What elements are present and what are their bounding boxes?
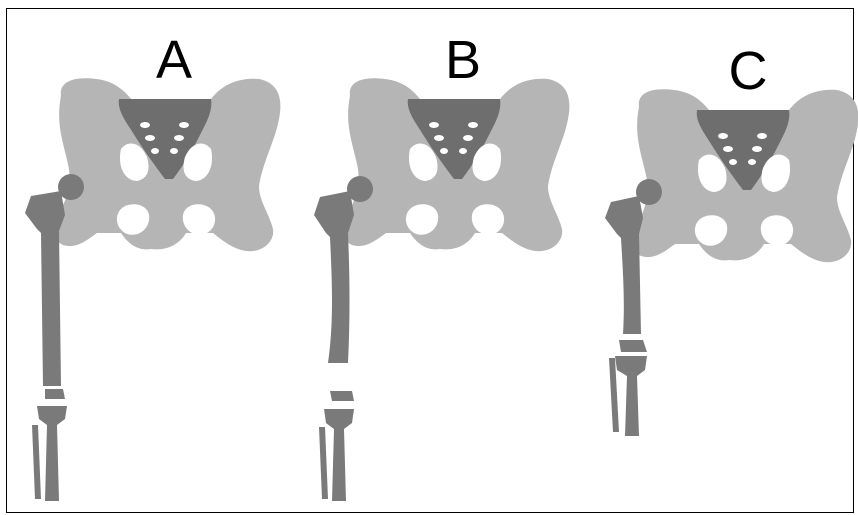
tibia-c: [609, 340, 647, 436]
panel-c-skeleton: [7, 9, 855, 514]
figure-frame: A B C: [6, 8, 854, 513]
femur-c: [605, 179, 662, 334]
